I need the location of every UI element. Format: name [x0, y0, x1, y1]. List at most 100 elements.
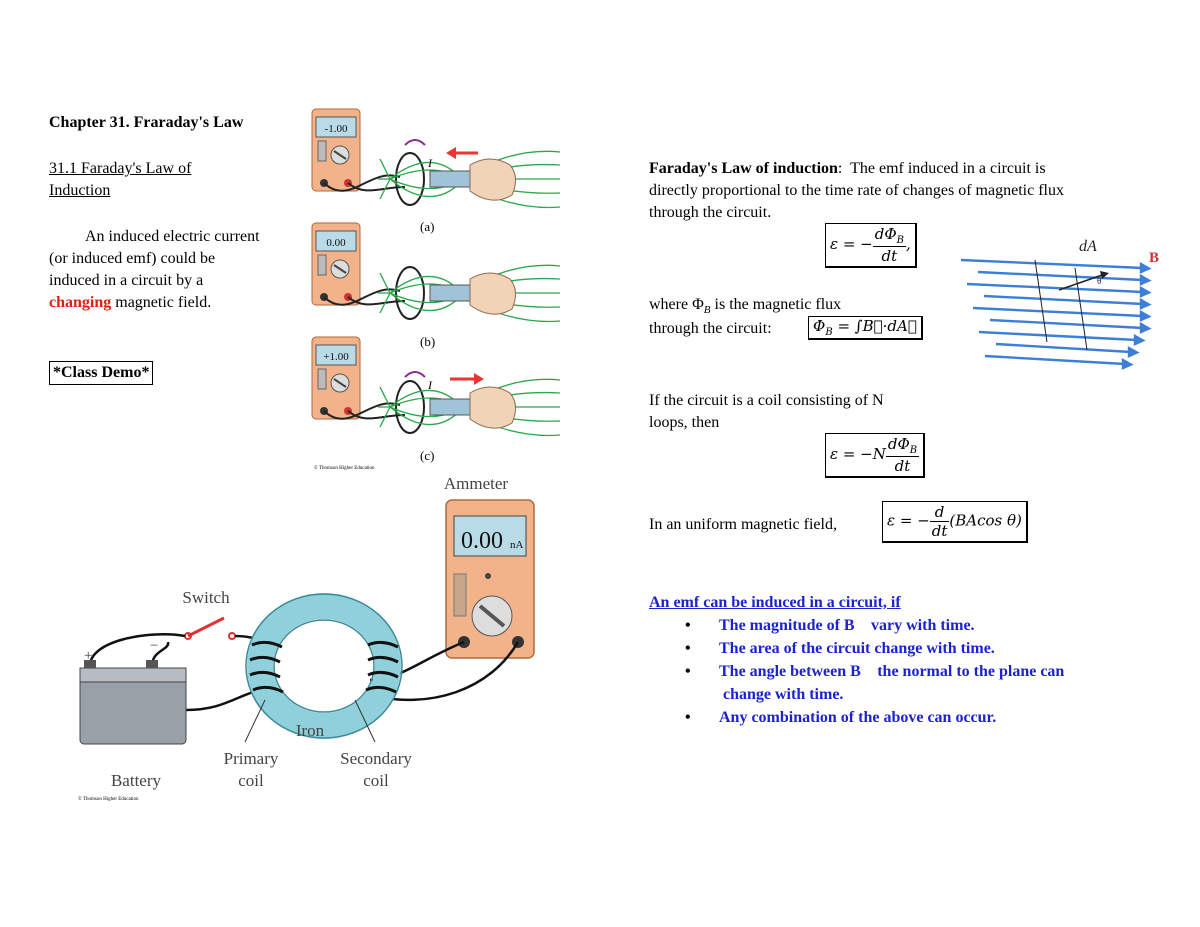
field-line	[995, 342, 1132, 354]
field-line	[977, 270, 1144, 282]
law-title: Faraday's Law of induction	[649, 160, 838, 177]
figure-a-copyright: © Thomson Higher Education	[314, 465, 375, 471]
ammeter-scale	[453, 573, 467, 617]
eq3-tail: (BAcos θ)	[949, 511, 1022, 530]
panel-label-a: (a)	[420, 219, 434, 234]
field-arrowhead	[1127, 345, 1140, 358]
field-line	[984, 354, 1126, 366]
condition-item: Any combination of the above can occur.	[649, 706, 1169, 729]
eq1-sub: B	[896, 235, 904, 246]
emf-conditions: An emf can be induced in a circuit, if T…	[649, 592, 1169, 729]
para-end: magnetic field.	[111, 294, 212, 311]
eq3-den: dt	[931, 522, 948, 540]
flux-sub: B	[825, 327, 833, 338]
chapter-title: Chapter 31. Fraraday's Law	[49, 114, 244, 131]
current-symbol-c: I	[427, 378, 433, 392]
condition-item: The area of the circuit change with time…	[649, 637, 1169, 660]
transformer-figure: Ammeter 0.00 nA Switch Iron Primary coil…	[78, 474, 535, 802]
switch-lever	[187, 616, 225, 638]
faraday-law-text: Faraday's Law of induction: The emf indu…	[649, 158, 1169, 224]
battery-label: Battery	[111, 771, 162, 790]
law-line2: directly proportional to the time rate o…	[649, 182, 1064, 199]
magnet-loop-figure: -1.00 0.00 +1.00 I I (a) (b) (c) © Thoms…	[311, 108, 561, 471]
primary-label-line1: Primary	[224, 749, 279, 768]
primary-leader	[244, 699, 266, 743]
panel-label-c: (c)	[420, 448, 434, 463]
eq1-den: dt	[881, 247, 898, 265]
field-arrowhead	[1139, 309, 1152, 322]
theta-label: θ	[1097, 276, 1101, 286]
ammeter-display	[453, 515, 527, 557]
condition-item: The magnitude of B⃗ vary with time.	[649, 614, 1169, 637]
flux-rhs: = ∫B⃗·dA⃗	[832, 317, 917, 335]
field-line	[978, 330, 1138, 342]
ammeter-label: Ammeter	[444, 474, 509, 493]
ammeter-unit: nA	[510, 539, 524, 551]
B-label: B⃗	[1149, 250, 1165, 266]
section-title-line2: Induction	[49, 182, 111, 199]
law-colon: :	[837, 160, 843, 177]
field-line	[960, 258, 1144, 270]
coil-line1: If the circuit is a coil consisting of N	[649, 392, 884, 409]
through-line: through the circuit:	[649, 320, 772, 337]
para-line: An induced electric current	[85, 228, 260, 245]
eq2-num: dΦ	[887, 435, 910, 453]
where-line: where ΦB is the magnetic flux	[649, 294, 841, 321]
law-line1: The emf induced in a circuit is	[842, 160, 1046, 177]
equation-flux: ΦB = ∫B⃗·dA⃗	[808, 316, 923, 340]
area-edge	[1034, 259, 1048, 343]
battery-plus: +	[84, 648, 92, 664]
secondary-coil-windings	[365, 640, 399, 694]
eq2-sub: B	[909, 445, 918, 456]
condition-item-continuation: change with time.	[723, 686, 844, 703]
eq1-num: dΦ	[874, 225, 897, 243]
eq2-den: dt	[894, 457, 911, 475]
dA-label: dA⃗	[1079, 238, 1109, 255]
area-vector	[1058, 273, 1106, 291]
field-line	[966, 282, 1144, 294]
changing-word: changing	[49, 294, 112, 311]
where-text-2: is the magnetic flux	[710, 296, 842, 313]
field-arrowhead	[1139, 321, 1152, 334]
current-arrow-a	[404, 139, 426, 146]
motion-arrowhead-c	[474, 373, 484, 385]
field-arrowhead	[1139, 285, 1152, 298]
magnetic-field-diagram: dA⃗ B⃗ θ	[960, 238, 1165, 370]
primary-label-line2: coil	[238, 771, 264, 790]
conditions-title: An emf can be induced in a circuit, if	[649, 594, 901, 611]
where-sub: B	[703, 304, 711, 317]
flux-lhs: Φ	[813, 317, 826, 335]
where-text-1: where Φ	[649, 296, 704, 313]
field-line	[983, 294, 1144, 306]
motion-arrowhead-a	[446, 147, 456, 159]
para-line: induced in a circuit by a	[49, 272, 204, 289]
secondary-label-line2: coil	[363, 771, 389, 790]
field-arrowhead	[1139, 261, 1152, 274]
field-line	[972, 306, 1144, 318]
secondary-label-line1: Secondary	[340, 749, 412, 768]
uniform-field-text: In an uniform magnetic field,	[649, 516, 837, 533]
section-title-line1: 31.1 Faraday's Law of	[49, 160, 192, 177]
current-symbol-a: I	[427, 156, 433, 170]
eq1-tail: ,	[906, 235, 911, 253]
area-edge	[1074, 267, 1088, 351]
eq2-lhs: ε = −N	[830, 445, 886, 463]
intro-paragraph: An induced electric current (or induced …	[49, 226, 309, 314]
class-demo-label: *Class Demo*	[49, 361, 154, 385]
field-arrowhead	[1139, 297, 1152, 310]
coil-line2: loops, then	[649, 414, 720, 431]
ammeter-reading: 0.00	[461, 528, 503, 554]
iron-label: Iron	[296, 721, 325, 740]
field-line	[989, 318, 1144, 330]
condition-item: The angle between B⃗ the normal to the p…	[649, 660, 1169, 683]
iron-ring	[247, 593, 401, 739]
eq3-lhs: ε = −	[887, 511, 930, 530]
law-line3: through the circuit.	[649, 204, 772, 221]
secondary-leader	[354, 699, 376, 743]
field-arrowhead	[1139, 273, 1152, 286]
